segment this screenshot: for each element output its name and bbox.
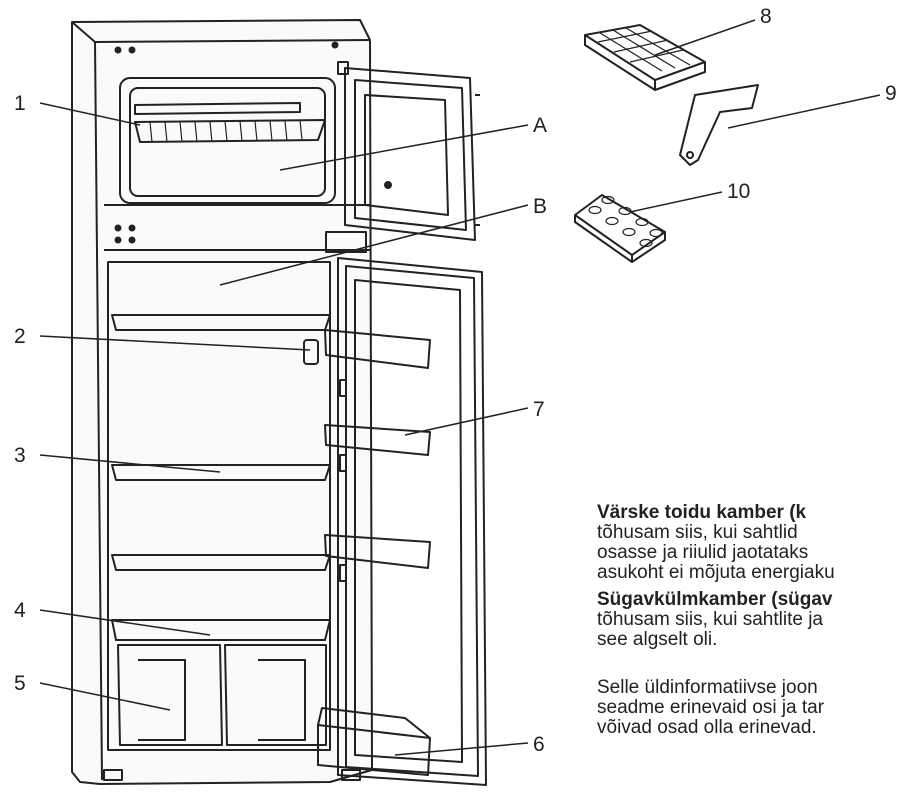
leader-10 — [629, 191, 723, 213]
general-line-2: seadme erinevaid osi ja tar — [597, 697, 825, 718]
leader-A — [279, 124, 529, 171]
label-6: 6 — [533, 733, 545, 756]
label-5: 5 — [14, 672, 26, 695]
leader-5 — [39, 682, 171, 711]
label-4: 4 — [14, 599, 26, 622]
label-3: 3 — [14, 444, 26, 467]
leader-3 — [39, 454, 221, 473]
leader-9 — [727, 94, 881, 129]
door-shelf-middle — [324, 424, 431, 456]
freezer-heading: Sügavkülmkamber (sügav — [597, 590, 833, 610]
freezer-door — [337, 61, 480, 241]
fresh-line-3: asukoht ei mõjuta energiaku — [597, 562, 835, 583]
egg-tray — [574, 194, 666, 263]
label-7: 7 — [533, 398, 545, 421]
freezer-line-1: tõhusam siis, kui sahtlite ja — [597, 609, 823, 630]
bottle-shelf — [317, 707, 431, 776]
label-9: 9 — [885, 82, 897, 105]
fresh-food-text: Värske toidu kamber (k tõhusam siis, kui… — [597, 503, 912, 583]
label-10: 10 — [727, 180, 750, 203]
fresh-heading: Värske toidu kamber (k — [597, 503, 807, 523]
freezer-line-2: see algselt oli. — [597, 629, 718, 650]
leader-lines — [39, 19, 881, 756]
fresh-line-1: tõhusam siis, kui sahtlid — [597, 522, 798, 543]
general-info-text: Selle üldinformatiivse joon seadme erine… — [597, 678, 912, 738]
ice-tray — [584, 24, 706, 91]
door-shelf-lower — [324, 534, 431, 569]
ice-scraper — [679, 84, 759, 166]
leader-2 — [39, 335, 311, 351]
door-shelf-top — [324, 329, 431, 369]
crisper-drawers — [117, 644, 327, 746]
leader-4 — [39, 609, 211, 636]
fridge-cabinet — [71, 19, 373, 785]
freezer-text: Sügavkülmkamber (sügav tõhusam siis, kui… — [597, 590, 912, 650]
label-A: A — [533, 114, 547, 137]
fresh-line-2: osasse ja riiulid jaotataks — [597, 542, 809, 563]
general-line-3: võivad osad olla erinevad. — [597, 717, 817, 738]
leader-8 — [654, 19, 756, 56]
leader-6 — [394, 742, 529, 756]
label-B: B — [533, 195, 547, 218]
glass-shelf-middle — [111, 464, 331, 481]
general-line-1: Selle üldinformatiivse joon — [597, 678, 818, 698]
leader-1 — [39, 102, 141, 126]
callout-labels: 1 2 3 4 5 A B 7 6 8 9 10 — [14, 5, 897, 756]
label-2: 2 — [14, 325, 26, 348]
label-8: 8 — [760, 5, 772, 28]
leader-B — [219, 204, 529, 286]
label-1: 1 — [14, 92, 26, 115]
leader-7 — [404, 407, 529, 436]
freezer-compartment — [119, 77, 336, 204]
